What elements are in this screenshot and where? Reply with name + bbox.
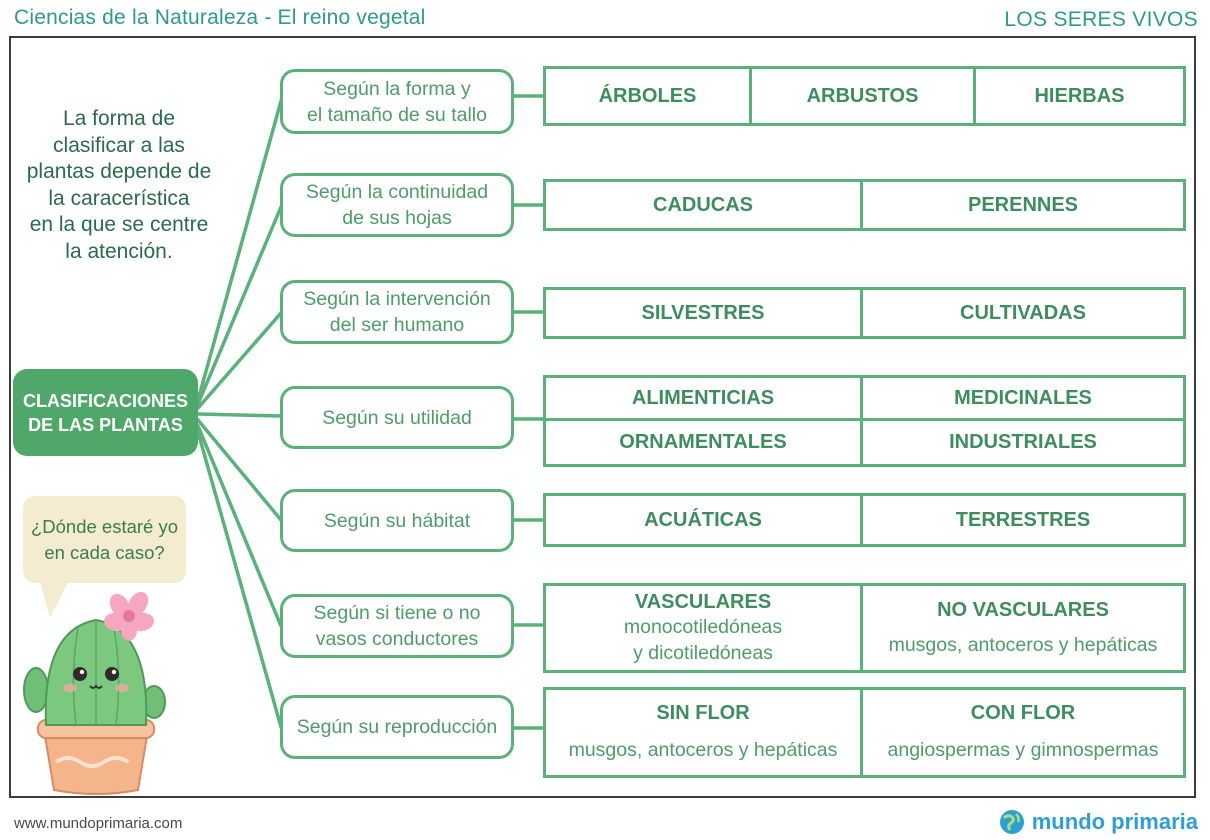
criterion-line: Según su utilidad (322, 406, 472, 429)
category-label: MEDICINALES (954, 386, 1092, 409)
speech-bubble-tail (40, 582, 68, 618)
category-sub: angiospermas y gimnospermas (887, 739, 1159, 761)
worksheet-frame (9, 36, 1196, 798)
category-cell: CULTIVADAS (863, 290, 1183, 336)
criterion-line: del ser humano (329, 314, 465, 336)
intro-line: la atención. (65, 239, 173, 263)
category-cell: INDUSTRIALES (863, 421, 1183, 464)
criterion-habitat: Según su hábitat (280, 489, 514, 552)
category-label: SIN FLOR (656, 702, 750, 724)
connector-2 (196, 205, 283, 406)
group-leaves: CADUCAS PERENNES (543, 179, 1186, 231)
criterion-reproduction: Según su reproducción (280, 695, 514, 759)
cactus-pot (37, 719, 155, 795)
category-label: INDUSTRIALES (949, 431, 1097, 453)
category-label: NO VASCULARES (937, 598, 1109, 621)
category-label: CADUCAS (653, 193, 753, 216)
connector-1 (196, 99, 283, 402)
category-cell: CADUCAS (546, 182, 863, 228)
root-label-line: CLASIFICACIONES (22, 390, 188, 411)
bubble-line: ¿Dónde estaré yo (30, 515, 179, 537)
root-node: CLASIFICACIONES DE LAS PLANTAS (13, 369, 198, 456)
group-vessels: VASCULARES monocotiledóneas y dicotiledó… (543, 583, 1186, 673)
speech-bubble: ¿Dónde estaré yo en cada caso? (23, 496, 186, 583)
intro-line: la caracerística (48, 186, 190, 210)
topic-title: LOS SERES VIVOS (1004, 8, 1198, 31)
cactus-body (23, 618, 166, 726)
category-label: SILVESTRES (641, 301, 765, 324)
category-cell: NO VASCULARES musgos, antoceros y hepáti… (863, 586, 1183, 670)
category-cell: MEDICINALES (863, 378, 1183, 421)
criterion-line: vasos conductores (315, 628, 479, 650)
criterion-line: Según la intervención (303, 288, 491, 310)
category-cell: ÁRBOLES (546, 69, 752, 123)
category-cell: SIN FLOR musgos, antoceros y hepáticas (546, 690, 863, 775)
category-cell: ORNAMENTALES (546, 421, 863, 464)
category-cell: PERENNES (863, 182, 1183, 228)
category-sub: monocotiledóneas (623, 615, 783, 638)
intro-text: La forma de clasificar a las plantas dep… (14, 106, 224, 265)
category-cell: ACUÁTICAS (546, 496, 863, 544)
intro-line: clasificar a las (53, 133, 185, 157)
cactus-illustration (23, 591, 166, 795)
footer-url[interactable]: www.mundoprimaria.com (14, 815, 183, 832)
category-label: ALIMENTICIAS (631, 386, 775, 409)
connector-6 (196, 424, 283, 628)
category-label: HIERBAS (1034, 84, 1125, 107)
bubble-line: en cada caso? (44, 541, 165, 563)
category-label: CON FLOR (970, 702, 1076, 724)
intro-line: plantas depende de (26, 160, 212, 183)
group-utility: ALIMENTICIAS MEDICINALES ORNAMENTALES IN… (543, 375, 1186, 467)
group-habitat: ACUÁTICAS TERRESTRES (543, 493, 1186, 547)
brand-logo[interactable]: mundo primaria (998, 808, 1198, 836)
category-sub: y dicotiledóneas (633, 641, 773, 664)
category-cell: VASCULARES monocotiledóneas y dicotiledó… (546, 586, 863, 670)
criterion-human: Según la intervención del ser humano (280, 280, 514, 344)
subject-title: Ciencias de la Naturaleza - El reino veg… (14, 6, 426, 29)
criterion-line: Según la forma y (323, 77, 471, 100)
criterion-stem: Según la forma y el tamaño de su tallo (280, 69, 514, 134)
cactus-flower (104, 591, 154, 641)
criterion-line: Según su reproducción (296, 716, 498, 738)
category-label: ORNAMENTALES (619, 431, 787, 453)
criterion-utility: Según su utilidad (280, 386, 514, 449)
group-stem: ÁRBOLES ARBUSTOS HIERBAS (543, 66, 1186, 126)
category-cell: TERRESTRES (863, 496, 1183, 544)
category-label: PERENNES (967, 193, 1079, 216)
category-cell: CON FLOR angiospermas y gimnospermas (863, 690, 1183, 775)
criterion-vessels: Según si tiene o no vasos conductores (280, 594, 514, 658)
category-label: CULTIVADAS (960, 301, 1086, 324)
criterion-line: de sus hojas (342, 207, 452, 229)
criterion-line: el tamaño de su tallo (307, 103, 487, 126)
category-sub: musgos, antoceros y hepáticas (888, 633, 1158, 656)
brand-name: mundo primaria (1031, 809, 1198, 834)
intro-line: en la que se centre (29, 213, 209, 236)
category-label: ARBUSTOS (806, 84, 919, 107)
criterion-line: Según si tiene o no (313, 602, 481, 624)
criterion-line: Según su hábitat (323, 509, 471, 532)
category-label: ÁRBOLES (598, 84, 697, 107)
category-cell: SILVESTRES (546, 290, 863, 336)
category-label: VASCULARES (634, 590, 772, 613)
connector-7 (196, 430, 283, 729)
connector-4 (196, 412, 283, 418)
connector-3 (196, 311, 283, 410)
root-label-line: DE LAS PLANTAS (28, 414, 183, 435)
category-label: TERRESTRES (955, 508, 1091, 531)
criterion-line: Según la continuidad (305, 181, 489, 203)
globe-icon (999, 810, 1024, 834)
category-label: ACUÁTICAS (644, 508, 762, 531)
criterion-leaves: Según la continuidad de sus hojas (280, 173, 514, 237)
category-sub: musgos, antoceros y hepáticas (568, 739, 838, 761)
category-cell: ALIMENTICIAS (546, 378, 863, 421)
intro-line: La forma de (62, 107, 176, 130)
group-human: SILVESTRES CULTIVADAS (543, 287, 1186, 339)
connector-5 (196, 418, 283, 522)
category-cell: HIERBAS (976, 69, 1183, 123)
category-cell: ARBUSTOS (752, 69, 976, 123)
group-reproduction: SIN FLOR musgos, antoceros y hepáticas C… (543, 687, 1186, 778)
